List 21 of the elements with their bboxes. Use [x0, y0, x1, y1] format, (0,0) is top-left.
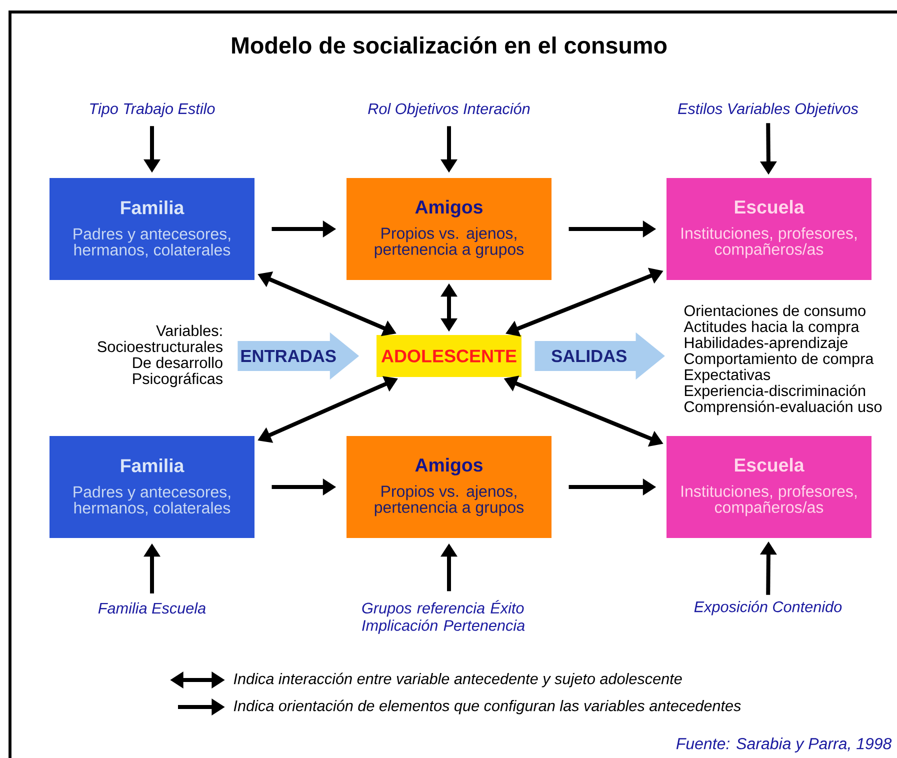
variable-text: Estilos Variables Objetivos [678, 102, 858, 118]
edge-label: ENTRADAS [238, 348, 338, 364]
variable-text: Grupos referencia Éxito Implicación Pertenencia [362, 600, 525, 634]
variable-text: Rol Objetivos Interación [368, 102, 530, 118]
variable-text: Tipo Trabajo Estilo [90, 102, 215, 118]
agent-box: Escuela Instituciones, profesores, compañeros/as [666, 178, 872, 280]
agent-box: Familia Padres y antecesores, hermanos, colaterales [50, 178, 254, 280]
agent-box: Amigos Propios vs. ajenos, pertenencia a grupos [346, 178, 552, 280]
edge-label: SALIDAS [550, 348, 628, 364]
variable-text: Familia Escuela [98, 602, 206, 614]
variable-text: Exposición Contenido [694, 600, 842, 616]
legend-text: Indica interacción entre variable antecedente y sujeto adolescente [234, 672, 682, 688]
agent-box: Familia Padres y antecesores, hermanos, colaterales [50, 436, 254, 538]
agent-box: Escuela Instituciones, profesores, compañeros/as [666, 436, 872, 538]
legend-text: Indica orientación de elementos que configuran las variables antecedentes [234, 700, 741, 714]
center-box: ADOLESCENTE [376, 335, 522, 377]
input-list: Variables: Socioestructurales De desarrollo Psicográficas [98, 324, 222, 388]
agent-box: Amigos Propios vs. ajenos, pertenencia a grupos [346, 436, 552, 538]
source-note: Fuente: Sarabia y Parra, 1998 [676, 738, 892, 752]
title: Modelo de socialización en el consumo [232, 36, 667, 54]
output-list: Orientaciones de consumo Actitudes hacia la compra Habilidades-aprendizaje Comportamiento de compra Expectativas Experiencia-discriminación Comprensión-evaluación uso [684, 304, 882, 416]
